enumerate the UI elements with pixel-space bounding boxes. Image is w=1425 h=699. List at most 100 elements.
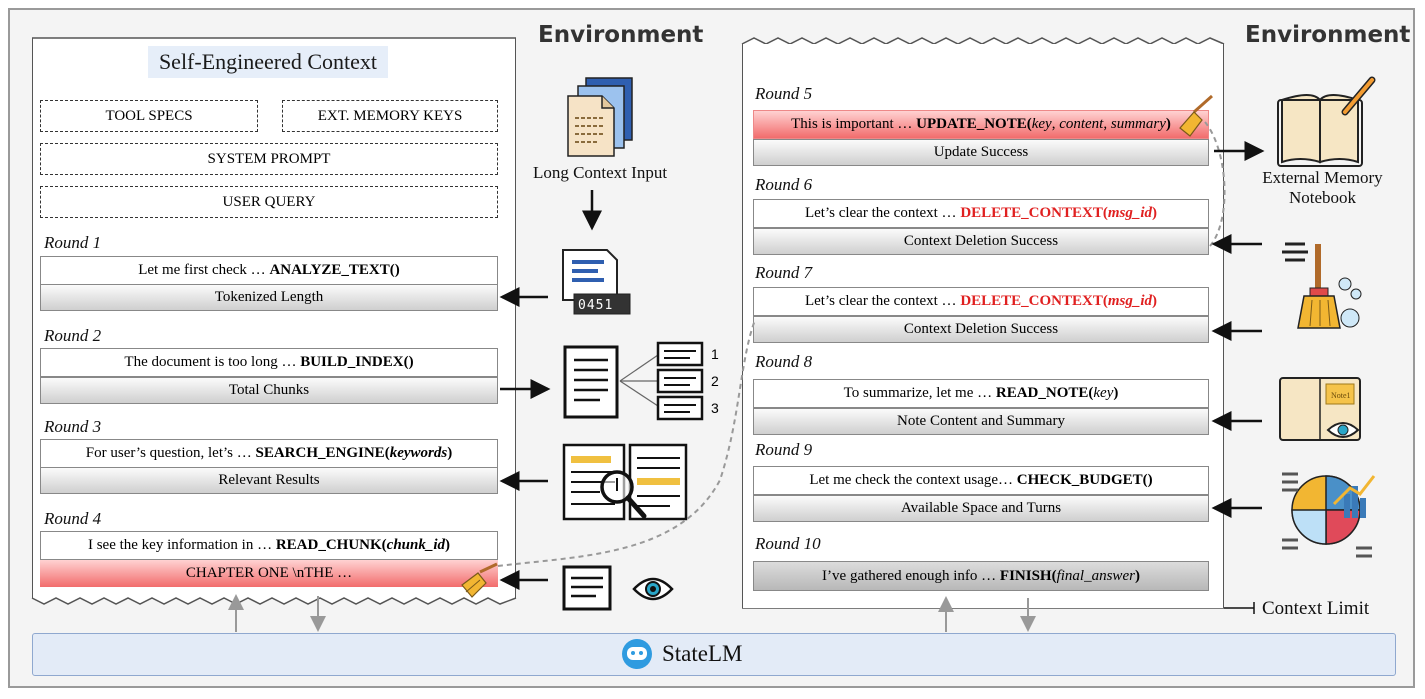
round-3-result: Relevant Results bbox=[40, 467, 498, 494]
round-6-call: Let’s clear the context … DELETE_CONTEXT… bbox=[753, 199, 1209, 228]
round-7-result: Context Deletion Success bbox=[753, 316, 1209, 343]
r3-suffix: ) bbox=[447, 445, 453, 461]
round-9-call: Let me check the context usage… CHECK_BU… bbox=[753, 466, 1209, 495]
r5-arg3: summary bbox=[1110, 116, 1166, 132]
dashed-link-left bbox=[497, 319, 756, 567]
r8-suffix: ) bbox=[1113, 385, 1119, 401]
r5-prefix: This is important … bbox=[791, 116, 913, 132]
r10-suffix: ) bbox=[1134, 567, 1140, 584]
round-10-call: I’ve gathered enough info … FINISH(final… bbox=[753, 561, 1209, 591]
round-7-box: Let’s clear the context … DELETE_CONTEXT… bbox=[753, 287, 1209, 344]
statelm-bar bbox=[32, 633, 1396, 676]
r1-fn: ANALYZE_TEXT bbox=[269, 262, 390, 278]
r4-fn: READ_CHUNK bbox=[275, 537, 382, 553]
tool-specs-box: TOOL SPECS bbox=[40, 100, 258, 132]
r5-arg2: content bbox=[1059, 116, 1104, 132]
index-doc-icon bbox=[563, 341, 704, 421]
r2-suffix: () bbox=[403, 354, 414, 370]
round-4-result: CHAPTER ONE \nTHE … bbox=[40, 560, 498, 587]
round-2-result: Total Chunks bbox=[40, 377, 498, 404]
r3-fn: SEARCH_ENGINE bbox=[255, 445, 385, 461]
round-9-box: Let me check the context usage… CHECK_BU… bbox=[753, 466, 1209, 523]
broom-icon-small-right bbox=[1179, 94, 1213, 137]
r9-fn: CHECK_BUDGET bbox=[1016, 472, 1143, 488]
round-9-label: Round 9 bbox=[755, 440, 813, 459]
system-prompt-box: SYSTEM PROMPT bbox=[40, 143, 498, 175]
note-reading-icon bbox=[1279, 377, 1361, 441]
r6-suffix: ) bbox=[1152, 205, 1158, 221]
round-8-label: Round 8 bbox=[755, 352, 813, 371]
user-query-box: USER QUERY bbox=[40, 186, 498, 218]
r6-fn: DELETE_CONTEXT bbox=[960, 205, 1103, 221]
r2-prefix: The document is too long … bbox=[124, 354, 297, 370]
round-5-call: This is important … UPDATE_NOTE(key, con… bbox=[753, 110, 1209, 139]
round-3-label: Round 3 bbox=[44, 417, 102, 436]
r5-fn: UPDATE_NOTE bbox=[916, 116, 1027, 132]
round-6-label: Round 6 bbox=[755, 175, 813, 194]
round-1-label: Round 1 bbox=[44, 233, 102, 252]
note-tag: Note1 bbox=[1331, 391, 1351, 400]
r5-arg: key bbox=[1031, 116, 1052, 132]
eye-icon bbox=[632, 577, 674, 601]
long-context-docs-icon bbox=[567, 77, 633, 157]
read-chunk-icon bbox=[562, 565, 612, 611]
ext-memory-keys-box: EXT. MEMORY KEYS bbox=[282, 100, 498, 132]
r3-arg: keywords bbox=[389, 445, 448, 461]
round-2-call: The document is too long … BUILD_INDEX() bbox=[40, 348, 498, 377]
broom-icon-large bbox=[1282, 242, 1362, 329]
environment-label-right: Environment bbox=[1245, 22, 1411, 48]
r4-suffix: ) bbox=[445, 537, 451, 553]
statelm-label: StateLM bbox=[662, 641, 743, 666]
chunk-number-3: 3 bbox=[711, 400, 719, 416]
r7-fn: DELETE_CONTEXT bbox=[960, 293, 1103, 309]
round-7-label: Round 7 bbox=[755, 263, 813, 282]
r9-suffix: () bbox=[1142, 472, 1153, 488]
budget-chart-icon bbox=[1282, 472, 1376, 558]
round-3-call: For user’s question, let’s … SEARCH_ENGI… bbox=[40, 439, 498, 468]
external-memory-label-1: External Memory bbox=[1262, 168, 1383, 187]
round-7-call: Let’s clear the context … DELETE_CONTEXT… bbox=[753, 287, 1209, 316]
r10-arg: final_answer bbox=[1056, 567, 1135, 584]
r4-arg: chunk_id bbox=[386, 537, 446, 553]
r1-suffix: () bbox=[389, 262, 400, 278]
context-limit-label: Context Limit bbox=[1262, 598, 1370, 619]
round-4-label: Round 4 bbox=[44, 509, 102, 528]
round-4-box: I see the key information in … READ_CHUN… bbox=[40, 531, 498, 588]
counter-digits: 0451 bbox=[578, 298, 613, 313]
search-results-icon bbox=[562, 443, 688, 521]
r10-prefix: I’ve gathered enough info … bbox=[822, 567, 997, 584]
round-5-result: Update Success bbox=[753, 139, 1209, 166]
r6-prefix: Let’s clear the context … bbox=[804, 205, 957, 221]
round-1-box: Let me first check … ANALYZE_TEXT() Toke… bbox=[40, 256, 498, 312]
round-1-result: Tokenized Length bbox=[40, 284, 498, 311]
r4-prefix: I see the key information in … bbox=[87, 537, 273, 553]
token-counter-icon bbox=[562, 249, 631, 315]
round-9-result: Available Space and Turns bbox=[753, 495, 1209, 522]
self-engineered-context-title: Self-Engineered Context bbox=[148, 46, 388, 78]
round-5-label: Round 5 bbox=[755, 84, 813, 103]
r7-prefix: Let’s clear the context … bbox=[804, 293, 957, 309]
r7-arg: msg_id bbox=[1107, 293, 1153, 309]
dashed-link-right bbox=[1204, 121, 1226, 247]
round-10-box: I’ve gathered enough info … FINISH(final… bbox=[753, 561, 1209, 591]
r6-arg: msg_id bbox=[1107, 205, 1153, 221]
r3-prefix: For user’s question, let’s … bbox=[85, 445, 252, 461]
round-5-box: This is important … UPDATE_NOTE(key, con… bbox=[753, 110, 1209, 167]
round-8-call: To summarize, let me … READ_NOTE(key) bbox=[753, 379, 1209, 408]
round-3-box: For user’s question, let’s … SEARCH_ENGI… bbox=[40, 439, 498, 495]
round-8-result: Note Content and Summary bbox=[753, 408, 1209, 435]
round-8-box: To summarize, let me … READ_NOTE(key) No… bbox=[753, 379, 1209, 436]
round-10-label: Round 10 bbox=[755, 534, 821, 553]
round-1-call: Let me first check … ANALYZE_TEXT() bbox=[40, 256, 498, 285]
r8-fn: READ_NOTE bbox=[995, 385, 1089, 401]
long-context-input-label: Long Context Input bbox=[532, 163, 668, 182]
environment-label-left: Environment bbox=[538, 22, 704, 48]
round-2-box: The document is too long … BUILD_INDEX()… bbox=[40, 348, 498, 405]
r10-fn: FINISH bbox=[999, 567, 1052, 584]
round-2-label: Round 2 bbox=[44, 326, 102, 345]
r7-suffix: ) bbox=[1152, 293, 1158, 309]
round-6-box: Let’s clear the context … DELETE_CONTEXT… bbox=[753, 199, 1209, 256]
r5-suffix: ) bbox=[1165, 116, 1171, 132]
r2-fn: BUILD_INDEX bbox=[300, 354, 404, 370]
